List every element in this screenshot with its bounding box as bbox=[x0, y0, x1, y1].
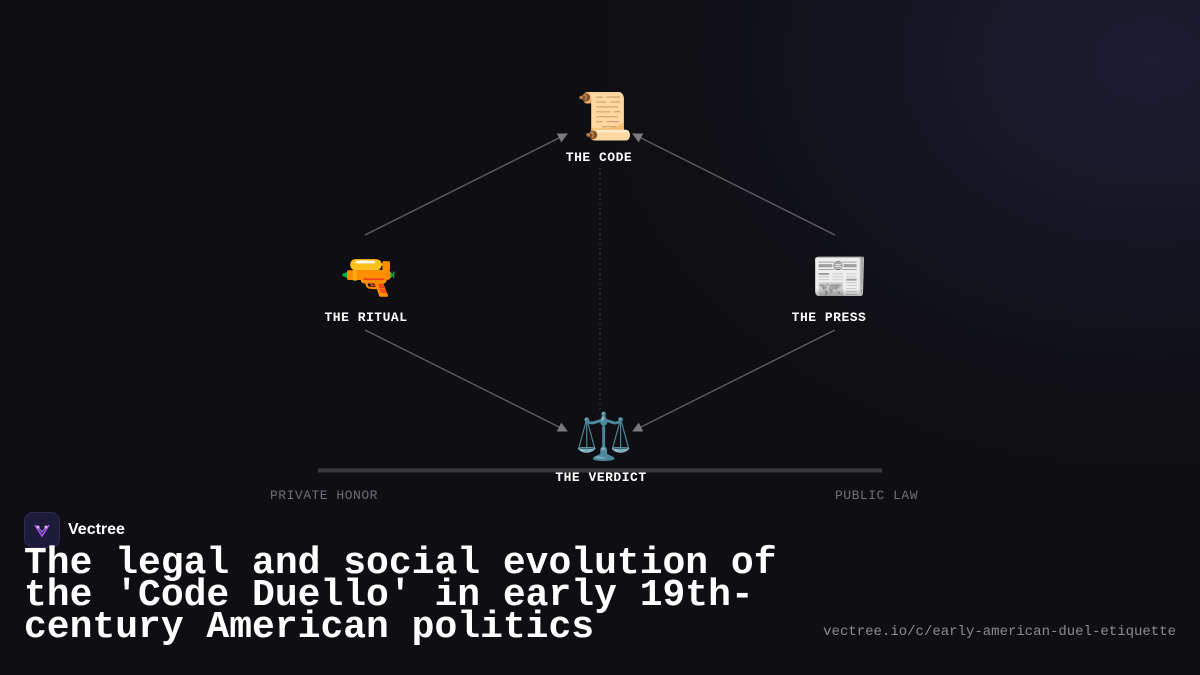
arrow-ritual-to-verdict bbox=[364, 329, 568, 432]
node-the-code: 📜 THE CODE bbox=[515, 88, 695, 165]
brand[interactable]: Vectree bbox=[24, 512, 125, 548]
node-the-verdict: ⚖️ THE VERDICT bbox=[514, 408, 694, 485]
node-the-ritual: 🔫 THE RITUAL bbox=[279, 248, 459, 325]
page-title: The legal and social evolution of the 'C… bbox=[24, 542, 777, 649]
axis-label-public-law: PUBLIC LAW bbox=[835, 488, 919, 503]
newspaper-icon: 📰 bbox=[811, 249, 869, 303]
scroll-icon: 📜 bbox=[576, 89, 634, 143]
node-label-verdict: THE VERDICT bbox=[555, 470, 647, 485]
arrow-press-to-code bbox=[632, 133, 836, 236]
node-label-code: THE CODE bbox=[565, 150, 633, 165]
pistol-icon: 🔫 bbox=[340, 249, 398, 303]
axis-label-private-honor: PRIVATE HONOR bbox=[270, 488, 378, 503]
source-url[interactable]: vectree.io/c/early-american-duel-etiquet… bbox=[823, 624, 1176, 640]
node-the-press: 📰 THE PRESS bbox=[750, 248, 930, 325]
arrow-press-to-verdict bbox=[632, 329, 836, 432]
scales-icon: ⚖️ bbox=[575, 409, 633, 463]
arrow-ritual-to-code bbox=[364, 133, 568, 236]
brand-name: Vectree bbox=[68, 521, 125, 538]
node-label-ritual: THE RITUAL bbox=[324, 310, 408, 325]
vectree-logo-icon bbox=[24, 512, 60, 548]
node-label-press: THE PRESS bbox=[791, 310, 867, 325]
